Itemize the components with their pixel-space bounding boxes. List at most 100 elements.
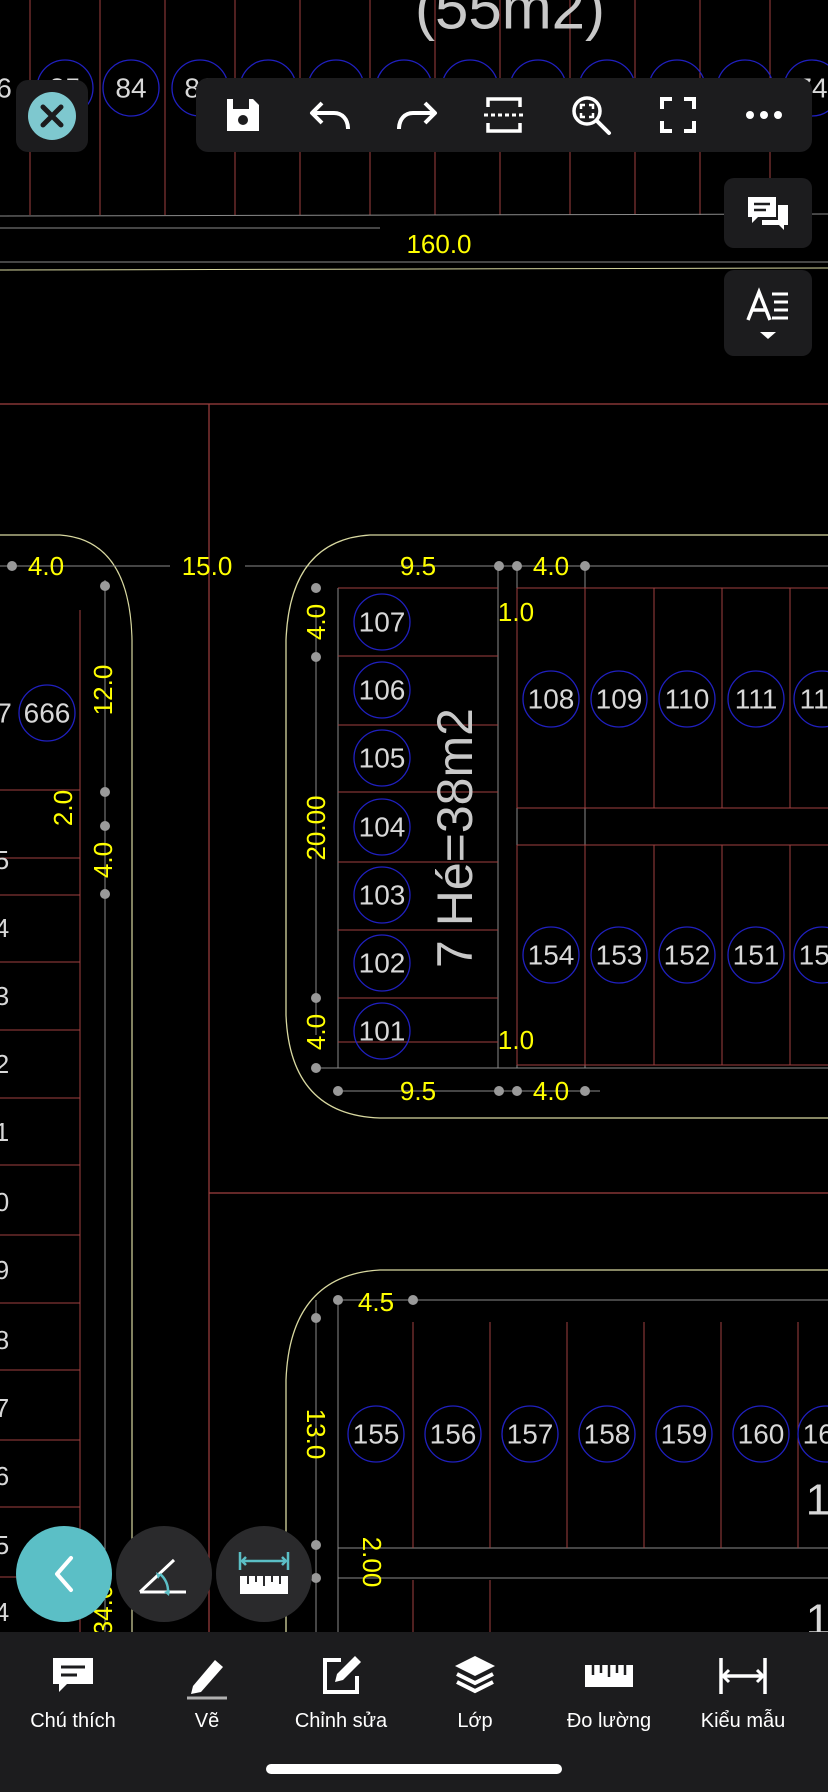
zoom-fit-icon[interactable]: [559, 83, 623, 147]
save-icon[interactable]: [211, 83, 275, 147]
close-button[interactable]: [16, 80, 88, 152]
dimension-label: 12.0: [88, 665, 118, 716]
nav-layers[interactable]: Lớp: [410, 1650, 540, 1733]
lot-circle: [18, 684, 76, 742]
dimension-node: [311, 1573, 321, 1583]
lot-number: 156: [430, 1419, 477, 1450]
comments-icon: [748, 197, 788, 230]
layers-icon: [455, 1656, 495, 1694]
lot-number: 110: [665, 684, 710, 715]
nav-label: Kiểu mẫu: [700, 1710, 786, 1732]
dimension-label: 9.5: [400, 551, 436, 581]
lot-circle: [353, 866, 411, 924]
lot-number: 3: [0, 981, 9, 1011]
section-icon[interactable]: [472, 83, 536, 147]
dimension-node: [100, 787, 110, 797]
lot-number: 5: [0, 1530, 9, 1560]
lot-number: 8: [0, 1325, 9, 1355]
cad-line: [0, 213, 828, 217]
cad-outline: [285, 1269, 828, 1632]
lot-number: 1: [806, 1476, 828, 1525]
lot-number: 1: [0, 1117, 9, 1147]
dimension-label: 4.0: [28, 551, 64, 581]
text-style-button[interactable]: [724, 270, 812, 356]
nav-template[interactable]: Kiểu mẫu: [678, 1650, 808, 1733]
dimension-node: [333, 1295, 343, 1305]
distance-measure-button[interactable]: [216, 1526, 312, 1622]
lot-number: 155: [353, 1419, 400, 1450]
lot-circle: [655, 1405, 713, 1463]
nav-measure[interactable]: Đo lường: [544, 1650, 674, 1733]
dimension-label: 20.00: [301, 795, 331, 860]
lot-circle: [793, 926, 828, 984]
lot-circle: [353, 1002, 411, 1060]
lot-number: 150: [799, 940, 828, 971]
dimension-node: [100, 889, 110, 899]
lot-number: 84: [115, 73, 146, 104]
lot-number: 103: [359, 880, 406, 911]
lot-circle: [522, 670, 580, 728]
lot-circle: [353, 661, 411, 719]
lot-number: 0: [0, 1187, 9, 1217]
lot-number: 9: [0, 1255, 9, 1285]
close-icon: [28, 92, 76, 140]
dimension-label: 4.5: [358, 1287, 394, 1317]
lot-number: 152: [664, 940, 711, 971]
lot-number: 159: [661, 1419, 708, 1450]
lot-number: 104: [359, 812, 406, 843]
lot-number: 105: [359, 743, 406, 774]
lot-number: 102: [359, 948, 406, 979]
lot-number: 666: [24, 698, 71, 729]
cad-outline: [285, 534, 828, 1119]
lot-circle: [590, 670, 648, 728]
dimension-node: [311, 652, 321, 662]
nav-label: Vẽ: [194, 1710, 220, 1732]
dimension-label: 13.0: [301, 1409, 331, 1460]
dimension-node: [494, 1086, 504, 1096]
dimension-label: 2.0: [48, 790, 78, 826]
block-area-label: (55m2): [415, 0, 605, 42]
dimension-node: [100, 581, 110, 591]
lot-circle: [102, 59, 160, 117]
pencil-icon: [187, 1660, 227, 1700]
dimension-label: 4.0: [301, 1014, 331, 1050]
back-button[interactable]: [16, 1526, 112, 1622]
chevron-left-icon: [55, 1556, 73, 1592]
nav-edit[interactable]: Chỉnh sửa: [276, 1650, 406, 1733]
dimension-node: [311, 993, 321, 1003]
fullscreen-icon[interactable]: [646, 83, 710, 147]
dimension-node: [311, 1313, 321, 1323]
dimension-label: 4.0: [88, 842, 118, 878]
redo-icon[interactable]: [385, 83, 449, 147]
dimension-label: 1.0: [498, 597, 534, 627]
undo-icon[interactable]: [298, 83, 362, 147]
dimension-node: [512, 1086, 522, 1096]
nav-label: Lớp: [457, 1710, 493, 1732]
cad-line: [0, 267, 828, 271]
dimension-label: 4.0: [301, 604, 331, 640]
lot-circle: [353, 934, 411, 992]
lot-circle: [522, 926, 580, 984]
angle-icon: [138, 1558, 186, 1596]
home-indicator: [266, 1764, 562, 1774]
top-toolbar: [196, 78, 812, 152]
dimension-node: [311, 1063, 321, 1073]
dimension-node: [311, 583, 321, 593]
nav-comment[interactable]: Chú thích: [8, 1650, 138, 1733]
lot-circle: [793, 670, 828, 728]
dimension-node: [580, 561, 590, 571]
lot-number: 112: [800, 684, 828, 715]
dimension-node: [580, 1086, 590, 1096]
lot-number: 5: [0, 845, 9, 875]
comments-button[interactable]: [724, 178, 812, 248]
lot-number: 111: [735, 684, 778, 715]
lot-number: 153: [596, 940, 643, 971]
nav-label: Chú thích: [30, 1710, 116, 1732]
lot-number: 4: [0, 1597, 9, 1627]
lot-circle: [353, 593, 411, 651]
lot-circle: [797, 1405, 828, 1463]
nav-draw[interactable]: Vẽ: [142, 1650, 272, 1733]
angle-measure-button[interactable]: [116, 1526, 212, 1622]
more-icon[interactable]: [732, 83, 796, 147]
